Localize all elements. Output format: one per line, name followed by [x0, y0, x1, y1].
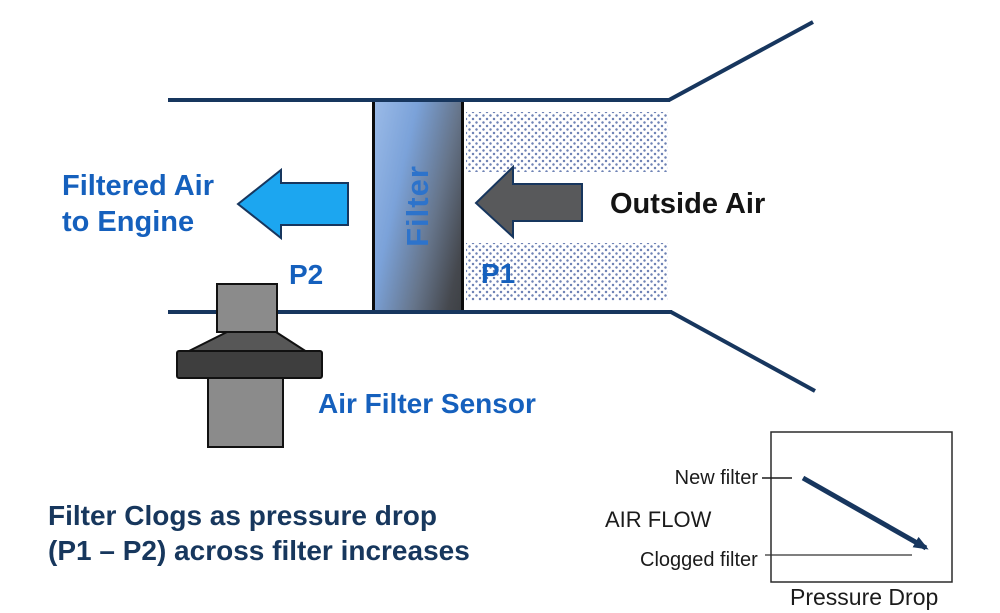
sensor-flange-bar — [176, 350, 323, 379]
chart-x-axis-label: Pressure Drop — [790, 584, 939, 610]
chart-clogged-filter-label: Clogged filter — [640, 549, 758, 571]
outside-air-arrow-icon — [474, 164, 583, 240]
air-filter-sensor-label: Air Filter Sensor — [318, 388, 536, 419]
diagram-caption: Filter Clogs as pressure drop (P1 – P2) … — [48, 498, 470, 568]
duct-bottom-inlet-flare — [670, 310, 816, 393]
outside-air-dots-top — [466, 112, 668, 172]
chart-new-filter-label: New filter — [674, 467, 758, 489]
filtered-air-label-line2: to Engine — [62, 206, 195, 238]
filter-label: Filter — [399, 165, 435, 247]
sensor-housing-block — [207, 377, 284, 448]
sensor-port-block — [216, 283, 278, 333]
p2-pressure-label: P2 — [289, 259, 324, 290]
filtered-air-label: Filtered Air to Engine — [62, 168, 214, 240]
caption-line1: Filter Clogs as pressure drop — [48, 500, 437, 531]
airflow-trend-arrow-icon — [801, 475, 929, 551]
filtered-air-arrow-icon — [236, 167, 349, 241]
chart-y-axis-label: AIR FLOW — [605, 507, 712, 532]
sensor-cone — [186, 331, 311, 353]
outside-air-dots-bottom — [466, 243, 668, 301]
caption-line2: (P1 – P2) across filter increases — [48, 535, 470, 566]
mini-chart-frame — [770, 431, 953, 583]
duct-top-inlet-flare — [668, 20, 814, 102]
filtered-air-label-line1: Filtered Air — [62, 170, 215, 202]
filter-element: Filter — [372, 102, 464, 310]
p1-pressure-label: P1 — [481, 258, 516, 289]
outside-air-label: Outside Air — [610, 188, 766, 220]
